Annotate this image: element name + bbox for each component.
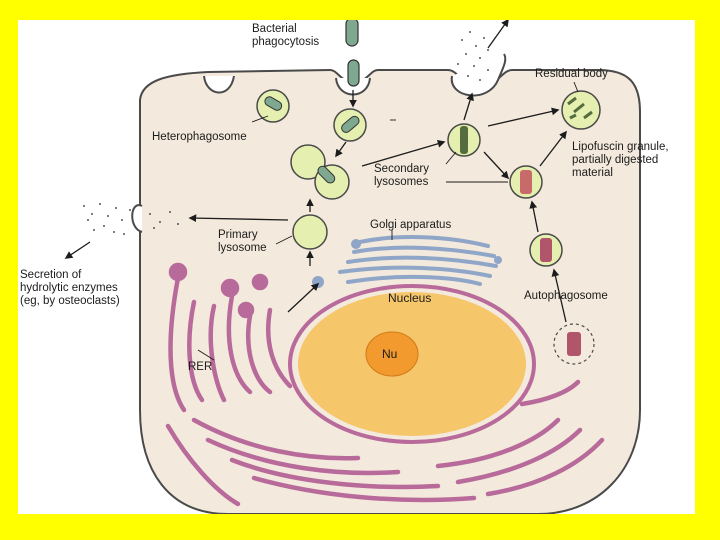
autolysosome-vesicle [509, 165, 543, 199]
label-osteoclasts: (eg, by osteoclasts) [20, 295, 120, 307]
primary-lysosome-vesicle [292, 214, 328, 250]
label-lipofuscin-3: material [572, 167, 613, 179]
rough-endoplasmic-reticulum [165, 262, 605, 507]
label-autophagosome: Autophagosome [524, 290, 608, 302]
secreted-enzymes [83, 203, 179, 235]
label-primary: Primary [218, 229, 258, 241]
label-rer: RER [188, 361, 212, 373]
label-phagocytosis: phagocytosis [252, 36, 319, 48]
secretion-pit [131, 204, 143, 233]
leader-lines [197, 81, 579, 361]
heterophagosome-vesicle-1 [256, 89, 290, 123]
label-heterophagosome: Heterophagosome [152, 131, 247, 143]
label-secondary: Secondary [374, 163, 429, 175]
label-nucleolus: Nu [382, 347, 397, 361]
pathway-arrows [64, 20, 567, 323]
heterophagosome-vesicle-2 [333, 108, 367, 142]
label-lipofuscin-2: partially digested [572, 154, 658, 166]
label-lysosomes: lysosomes [374, 176, 429, 188]
diagram-panel: Bacterial phagocytosis Heterophagosome R… [18, 20, 695, 514]
residual-body-vesicle [561, 90, 601, 130]
label-golgi-apparatus: Golgi apparatus [370, 219, 451, 231]
label-lipofuscin-1: Lipofuscin granule, [572, 141, 669, 153]
label-lysosome: lysosome [218, 242, 267, 254]
lysosome-diagram: Bacterial phagocytosis Heterophagosome R… [20, 20, 669, 514]
golgi-vesicles [312, 239, 502, 288]
phagocytosis-pit-left [203, 75, 235, 94]
nucleolus [365, 331, 419, 377]
label-nucleus: Nucleus [388, 291, 431, 305]
fusing-lysosome [290, 144, 350, 200]
autophagosome-vesicle [529, 233, 563, 267]
label-hydrolytic-enzymes: hydrolytic enzymes [20, 282, 118, 294]
label-residual-body: Residual body [535, 68, 608, 80]
released-particles-top [457, 31, 489, 81]
bacterium-entering [345, 20, 359, 47]
exocytosis-pit [450, 53, 507, 97]
golgi-apparatus [338, 235, 498, 286]
organelle-being-engulfed [553, 323, 595, 365]
secondary-lysosome-vesicle [447, 123, 481, 157]
nuclear-envelope [288, 284, 536, 444]
label-secretion-of: Secretion of [20, 269, 82, 281]
label-bacterial: Bacterial [252, 23, 297, 35]
bacterium-in-pit [347, 59, 360, 87]
